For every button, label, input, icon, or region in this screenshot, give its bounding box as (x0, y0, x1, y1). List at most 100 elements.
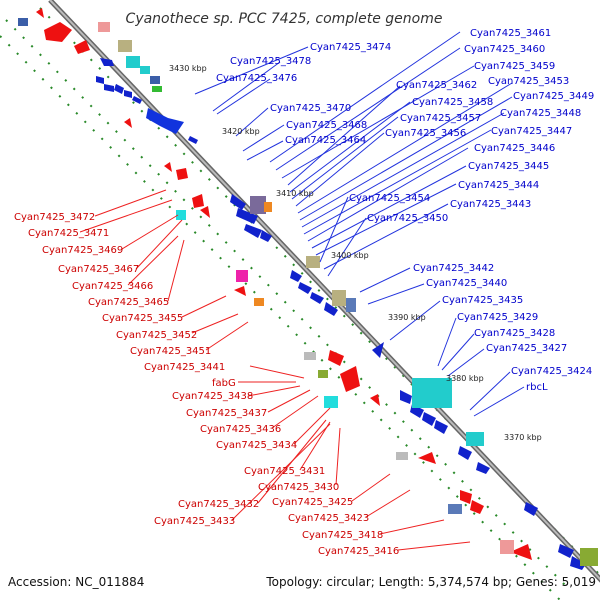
gene-label: Cyan7425_3429 (457, 312, 538, 323)
gene-forward (260, 230, 272, 242)
feature-box (176, 210, 186, 220)
gene-forward (244, 224, 262, 238)
feature-box (18, 18, 28, 26)
gene-label: Cyan7425_3478 (230, 56, 311, 67)
gene-label: Cyan7425_3443 (450, 199, 531, 210)
feature-box (140, 66, 150, 74)
feature-box (466, 432, 484, 446)
gene-reverse (460, 490, 472, 504)
gene-label: Cyan7425_3474 (310, 42, 391, 53)
gene-forward (458, 446, 472, 460)
gene-forward (524, 502, 538, 516)
gene-label: Cyan7425_3425 (272, 497, 353, 508)
gene-reverse (234, 286, 246, 296)
gene-forward (146, 108, 184, 134)
gene-forward (188, 136, 198, 144)
feature-box (118, 40, 132, 52)
gene-label: fabG (212, 378, 236, 389)
gene-label: Cyan7425_3450 (367, 213, 448, 224)
gene-label: Cyan7425_3430 (258, 482, 339, 493)
gene-label: Cyan7425_3437 (186, 408, 267, 419)
feature-box (150, 76, 160, 84)
gene-label: Cyan7425_3466 (72, 281, 153, 292)
gene-label: Cyan7425_3461 (470, 28, 551, 39)
gene-label: Cyan7425_3418 (302, 530, 383, 541)
gene-label: Cyan7425_3445 (468, 161, 549, 172)
guide-dots (0, 7, 600, 600)
gene-label: Cyan7425_3441 (144, 362, 225, 373)
gene-label: Cyan7425_3438 (172, 391, 253, 402)
misc-features (18, 18, 598, 566)
feature-box (332, 290, 346, 306)
gene-reverse (36, 8, 44, 18)
gene-forward (476, 462, 490, 474)
accession-text: Accession: NC_011884 (8, 575, 144, 589)
gene-forward (290, 270, 302, 282)
gene-label: Cyan7425_3456 (385, 128, 466, 139)
gene-forward (96, 76, 104, 84)
tick-label: 3390 kbp (388, 313, 426, 322)
gene-label: Cyan7425_3453 (488, 76, 569, 87)
gene-label: Cyan7425_3446 (474, 143, 555, 154)
gene-label: Cyan7425_3449 (513, 91, 594, 102)
gene-label: Cyan7425_3428 (474, 328, 555, 339)
gene-label: Cyan7425_3459 (474, 61, 555, 72)
kbp-ticks: 3430 kbp 3420 kbp 3410 kbp 3400 kbp 3390… (169, 64, 542, 442)
gene-forward (114, 84, 124, 94)
gene-label: Cyan7425_3472 (14, 212, 95, 223)
gene-label: Cyan7425_3440 (426, 278, 507, 289)
gene-forward (324, 302, 338, 316)
gene-forward (230, 194, 246, 210)
map-title: Cyanothece sp. PCC 7425, complete genome (126, 11, 443, 27)
gene-label: Cyan7425_3434 (216, 440, 297, 451)
gene-label: Cyan7425_3464 (285, 135, 366, 146)
gene-label: Cyan7425_3469 (42, 245, 123, 256)
gene-forward (236, 208, 258, 224)
gene-forward (104, 84, 114, 92)
gene-reverse (124, 118, 132, 128)
gene-forward (570, 556, 586, 570)
gene-label: Cyan7425_3460 (464, 44, 545, 55)
gene-reverse (176, 168, 188, 180)
gene-reverse (510, 544, 532, 560)
gene-label: Cyan7425_3432 (178, 499, 259, 510)
leader-lines-reverse (79, 189, 471, 551)
feature-box (318, 370, 328, 378)
gene-forward (310, 292, 324, 304)
gene-label: Cyan7425_3442 (413, 263, 494, 274)
gene-label: Cyan7425_3447 (491, 126, 572, 137)
gene-label: Cyan7425_3448 (500, 108, 581, 119)
gene-label: Cyan7425_3424 (511, 366, 592, 377)
gene-reverse (192, 194, 204, 208)
topology-text: Topology: circular; Length: 5,374,574 bp… (265, 575, 596, 589)
gene-reverse (74, 40, 90, 54)
gene-label: Cyan7425_3458 (412, 97, 493, 108)
gene-forward (132, 96, 142, 104)
feature-box (306, 256, 320, 268)
gene-label: Cyan7425_3454 (349, 193, 430, 204)
tick-label: 3410 kbp (276, 189, 314, 198)
gene-label: Cyan7425_3431 (244, 466, 325, 477)
gene-forward (100, 58, 114, 66)
gene-reverse (418, 452, 436, 464)
gene-label: Cyan7425_3471 (28, 228, 109, 239)
gene-reverse (200, 206, 210, 218)
gene-forward (422, 412, 436, 426)
gene-label: Cyan7425_3427 (486, 343, 567, 354)
tick-label: 3420 kbp (222, 127, 260, 136)
gene-label: Cyan7425_3455 (102, 313, 183, 324)
feature-box (250, 196, 266, 214)
gene-label: rbcL (526, 382, 548, 393)
feature-box (254, 298, 264, 306)
feature-box (412, 378, 452, 408)
feature-box (396, 452, 408, 460)
gene-forward (124, 90, 132, 98)
guide-dots-upper-1 (5, 19, 571, 591)
feature-box (236, 270, 248, 282)
gene-label: Cyan7425_3416 (318, 546, 399, 557)
guide-dots-lower-1 (0, 35, 561, 600)
leader-lines-forward (194, 31, 525, 417)
gene-label: Cyan7425_3462 (396, 80, 477, 91)
